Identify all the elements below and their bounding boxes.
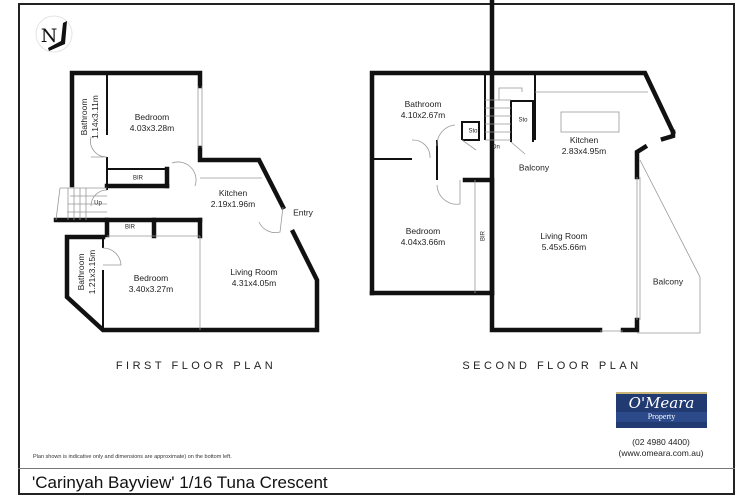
room-bir-1: BIR <box>132 175 144 182</box>
stairs-down-label: Dn <box>492 144 500 151</box>
second-floor-plan <box>369 0 701 334</box>
first-floor-title: FIRST FLOOR PLAN <box>115 360 277 372</box>
disclaimer: Plan shown is indicative only and dimens… <box>33 454 232 460</box>
room-bir-2: BIR <box>124 224 136 231</box>
page-frame <box>18 3 735 495</box>
agency-logo: O'Meara Property <box>616 392 707 428</box>
room-balcony-2: Balcony <box>652 276 684 287</box>
room-bir-3: BIR <box>480 230 487 242</box>
room-entry: Entry <box>293 207 313 218</box>
stairs-up-label: Up <box>94 200 102 207</box>
agency-website: (www.omeara.com.au) <box>618 448 704 458</box>
room-storage-2: Sto <box>518 117 528 124</box>
divider <box>18 468 735 469</box>
second-floor-title: SECOND FLOOR PLAN <box>462 360 642 372</box>
property-address: 'Carinyah Bayview' 1/16 Tuna Crescent <box>32 473 328 492</box>
agency-phone: (02 4980 4400) <box>632 437 690 447</box>
compass-letter: N <box>41 25 58 47</box>
north-compass-icon: N <box>35 15 73 53</box>
first-floor-plan <box>53 70 320 333</box>
room-balcony-1: Balcony <box>518 162 550 173</box>
room-storage-1: Sto <box>468 128 478 135</box>
